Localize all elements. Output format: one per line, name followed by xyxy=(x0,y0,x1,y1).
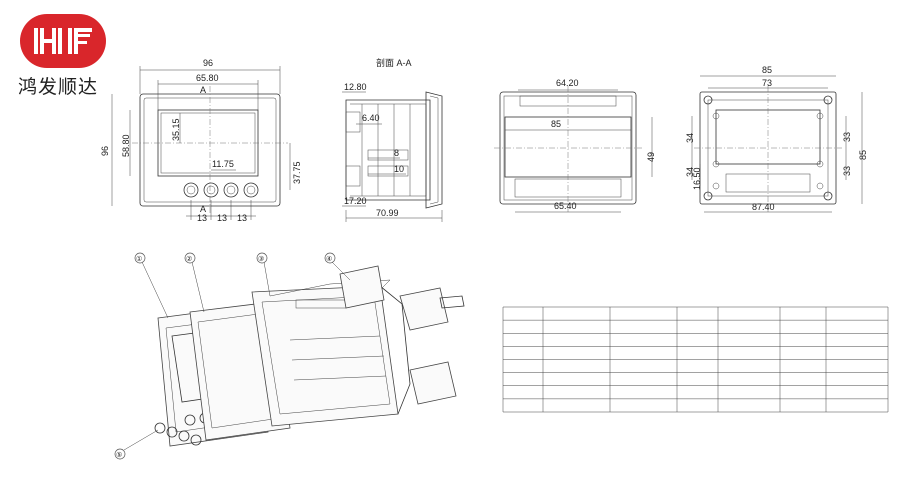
dim-inner-offset: 6.40 xyxy=(362,113,380,123)
part-3-housing xyxy=(251,279,411,427)
dim-front-inner-height: 58.80 xyxy=(121,134,131,157)
callout-3: ③ xyxy=(258,255,264,263)
dim-depth: 70.99 xyxy=(376,208,399,218)
dim-window-height: 35.15 xyxy=(171,118,181,141)
dim-button-pitch-1: 13 xyxy=(197,213,207,223)
dim-button-height: 37.75 xyxy=(292,161,302,184)
dim-side-inner-width: 73 xyxy=(762,78,772,88)
dim-top-thickness: 12.80 xyxy=(344,82,367,92)
dim-side-outer-width: 85 xyxy=(762,65,772,75)
dim-side-right-upper: 33 xyxy=(842,132,852,142)
callout-2: ② xyxy=(186,255,192,263)
dim-10: 10 xyxy=(394,164,404,174)
dim-back-height: 49 xyxy=(646,152,656,162)
dim-button-pitch-2: 13 xyxy=(217,213,227,223)
back-view: 64.20 85 49 65.40 xyxy=(494,78,656,213)
callout-4: ④ xyxy=(326,255,332,263)
part-4-mounting-clips xyxy=(339,265,465,405)
hf-logo-mark xyxy=(34,28,92,54)
dim-front-height: 96 xyxy=(100,146,110,156)
dim-front-width: 96 xyxy=(203,58,213,68)
dim-8: 8 xyxy=(394,148,399,158)
dim-back-bottom-width: 65.40 xyxy=(554,201,577,211)
dim-back-top-width: 64.20 xyxy=(556,78,579,88)
company-logo xyxy=(20,14,106,68)
dim-side-left-lower: 34 xyxy=(685,167,695,177)
section-view: 剖面 A-A 12.80 6.40 8 10 17.20 70.99 xyxy=(342,57,443,222)
front-buttons xyxy=(183,182,259,198)
parts-table xyxy=(502,306,889,413)
section-marker-top: A xyxy=(200,85,206,95)
dim-side-right-lower: 33 xyxy=(842,166,852,176)
callout-1: ① xyxy=(136,255,142,263)
dim-button-pitch-3: 13 xyxy=(237,213,247,223)
section-marker-bottom: A xyxy=(200,204,206,214)
dim-back-inner-width: 85 xyxy=(551,119,561,129)
dim-bottom-thickness: 17.20 xyxy=(344,196,367,206)
dim-side-right-height: 85 xyxy=(858,150,868,160)
dim-side-left-small: 16.50 xyxy=(692,167,702,190)
callout-5: ⑤ xyxy=(116,451,122,459)
dim-button-offset: 11.75 xyxy=(212,159,234,169)
mounting-holes xyxy=(703,95,833,201)
exploded-view: ① ② ③ ④ ⑤ xyxy=(114,252,465,460)
dim-front-inner-width: 65.80 xyxy=(196,73,219,83)
side-view: 85 73 34 34 16.50 33 33 85 87.40 xyxy=(685,65,868,213)
dim-side-left-upper: 34 xyxy=(685,133,695,143)
front-view: 96 65.80 A 96 58.80 35.15 11.75 37.75 A … xyxy=(100,58,302,223)
company-name: 鸿发顺达 xyxy=(18,76,99,98)
section-title: 剖面 A-A xyxy=(376,57,412,68)
part-5-buttons xyxy=(154,422,202,446)
dim-side-bottom-width: 87.40 xyxy=(752,202,775,212)
